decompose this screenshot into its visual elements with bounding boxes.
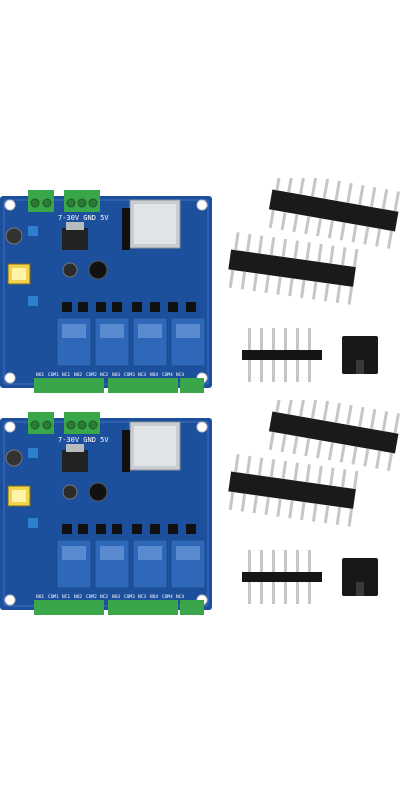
relay-3 bbox=[132, 317, 168, 367]
power-terminal-right bbox=[64, 412, 100, 434]
kit-1: 7-30V GND 5V NO1 COM1 NC1 bbox=[0, 178, 400, 393]
relay-board-1: 7-30V GND 5V NO1 COM1 NC1 bbox=[0, 178, 400, 393]
long-header-2 bbox=[228, 232, 359, 305]
relay-2 bbox=[94, 539, 130, 589]
relay-2 bbox=[94, 317, 130, 367]
relay-1 bbox=[56, 539, 92, 589]
power-label: 7-30V GND 5V bbox=[58, 436, 109, 444]
terminal-labels: NO1 COM1 NC1 NO2 COM2 NC2 NO3 COM3 NC3 N… bbox=[36, 372, 184, 378]
short-header bbox=[242, 328, 322, 382]
regulator bbox=[62, 450, 88, 472]
jumper-icon bbox=[342, 558, 378, 596]
relay-terminal-strip bbox=[34, 600, 204, 615]
long-header-1 bbox=[268, 178, 400, 249]
jumper-icon bbox=[342, 336, 378, 374]
relay-1 bbox=[56, 317, 92, 367]
regulator bbox=[62, 228, 88, 250]
esp-module bbox=[122, 199, 181, 250]
capacitor bbox=[5, 227, 23, 245]
relay-board-2: 7-30V GND 5V NO1 COM1 NC1 bbox=[0, 400, 400, 615]
power-label: 7-30V GND 5V bbox=[58, 214, 109, 222]
esp-module bbox=[122, 421, 181, 472]
short-header bbox=[242, 550, 322, 604]
power-terminal-right bbox=[64, 190, 100, 212]
capacitor bbox=[5, 449, 23, 467]
terminal-labels: NO1 COM1 NC1 NO2 COM2 NC2 NO3 COM3 NC3 N… bbox=[36, 594, 184, 600]
relay-terminal-strip bbox=[34, 378, 204, 393]
power-terminal-left bbox=[28, 190, 54, 212]
kit-2: 7-30V GND 5V NO1 COM1 NC1 bbox=[0, 400, 400, 615]
relay-4 bbox=[170, 539, 206, 589]
long-header-2 bbox=[228, 454, 359, 527]
long-header-1 bbox=[268, 400, 400, 471]
power-terminal-left bbox=[28, 412, 54, 434]
inductor bbox=[88, 260, 108, 280]
relay-4 bbox=[170, 317, 206, 367]
inductor bbox=[88, 482, 108, 502]
relay-3 bbox=[132, 539, 168, 589]
